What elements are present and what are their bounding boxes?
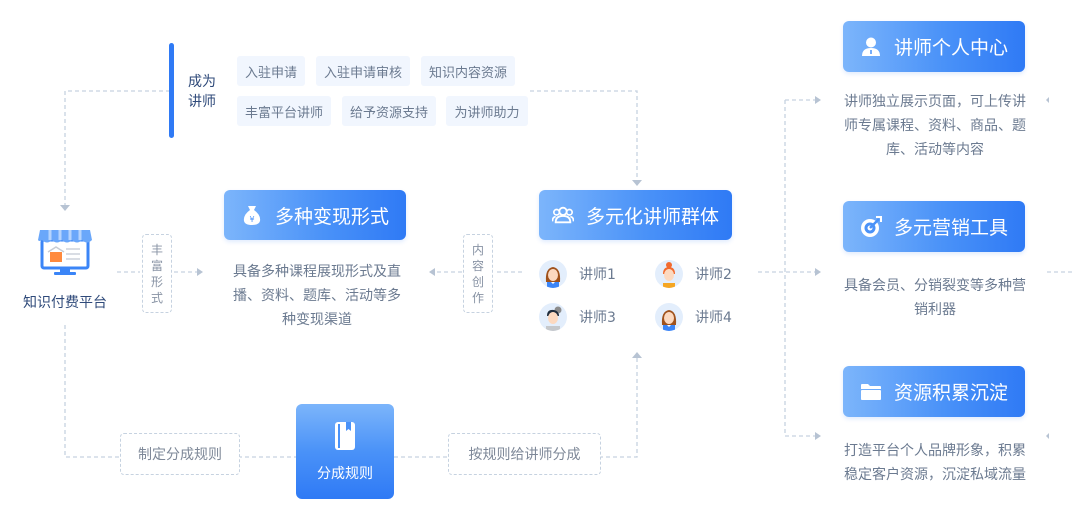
platform-node: 知识付费平台	[10, 226, 120, 312]
teacher-item-4: 讲师4	[655, 303, 732, 331]
rich-forms-label: 丰 富 形 式	[142, 234, 172, 313]
teacher-name: 讲师4	[695, 310, 732, 326]
avatar-male-icon	[539, 303, 567, 331]
line-chips-to-teachers	[530, 90, 638, 180]
avatar-female-icon	[539, 260, 567, 288]
arrow-left-far-bottom	[1046, 433, 1049, 439]
become-teacher-bar	[169, 43, 174, 138]
line-payteach-up	[599, 358, 638, 458]
line-teacher-to-platform	[64, 90, 170, 205]
arrow-down-teachers	[632, 180, 642, 186]
teacher-center-desc: 讲师独立展示页面，可上传讲 师专属课程、资料、商品、题 库、活动等内容	[844, 94, 1026, 158]
monetization-title: 多种变现形式	[274, 205, 389, 228]
svg-text:¥: ¥	[249, 215, 254, 224]
teacher-item-3: 讲师3	[539, 303, 616, 331]
set-rules-label: 制定分成规则	[120, 433, 240, 475]
teachers-button: 多元化讲师群体	[539, 190, 732, 240]
arrow-left-far-top	[1046, 97, 1049, 103]
chip-apply: 入驻申请	[237, 56, 305, 86]
arrow-right-top	[815, 96, 821, 104]
chip-help-teachers: 为讲师助力	[446, 96, 528, 126]
teachers-title: 多元化讲师群体	[585, 205, 719, 228]
book-icon	[335, 421, 355, 450]
content-creation-label: 内 容 创 作	[463, 234, 493, 313]
resource-accumulation-desc: 打造平台个人品牌形象，积累 稳定客户资源，沉淀私域流量	[844, 443, 1026, 483]
teacher-name: 讲师1	[579, 267, 616, 283]
arrow-down-platform	[60, 205, 70, 211]
storefront-icon	[38, 230, 92, 275]
chip-apply-review: 入驻申请审核	[316, 56, 410, 86]
resource-accumulation-title: 资源积累沉淀	[893, 382, 1008, 404]
teacher-center-button: 讲师个人中心	[843, 21, 1025, 72]
teacher-center-title: 讲师个人中心	[893, 37, 1008, 59]
target-icon	[860, 215, 882, 238]
become-teacher-title: 成为 讲师	[188, 74, 216, 110]
arrow-up-teachers	[632, 352, 642, 358]
money-bag-icon: ¥	[241, 204, 263, 226]
marketing-tools-title: 多元营销工具	[893, 217, 1008, 239]
avatar-female-icon	[655, 260, 683, 288]
teacher-name: 讲师2	[695, 267, 732, 283]
chip-resource-support: 给予资源支持	[342, 96, 436, 126]
platform-label: 知识付费平台	[23, 295, 107, 311]
pay-teachers-label: 按规则给讲师分成	[448, 433, 601, 475]
revenue-share-button: 分成规则	[296, 404, 394, 499]
marketing-tools-button: 多元营销工具	[843, 201, 1025, 252]
arrow-right-mid	[815, 268, 821, 276]
teacher-item-1: 讲师1	[539, 260, 616, 288]
arrow-right-monetization	[197, 268, 203, 276]
arrow-right-bottom	[815, 432, 821, 440]
users-icon	[551, 204, 574, 226]
marketing-tools-desc: 具备会员、分销裂变等多种营 销利器	[844, 278, 1026, 318]
monetization-button: ¥ 多种变现形式	[224, 190, 406, 240]
folder-icon	[860, 381, 882, 403]
teacher-item-2: 讲师2	[655, 260, 732, 288]
revenue-share-title: 分成规则	[317, 465, 373, 482]
line-platform-down	[64, 325, 120, 458]
chip-enrich-teachers: 丰富平台讲师	[237, 96, 331, 126]
arrow-left-monetization	[429, 268, 435, 276]
chip-content-resources: 知识内容资源	[421, 56, 515, 86]
avatar-female-icon	[655, 303, 683, 331]
monetization-desc: 具备多种课程展现形式及直 播、资料、题库、活动等多 种变现渠道	[233, 264, 401, 328]
resource-accumulation-button: 资源积累沉淀	[843, 366, 1025, 417]
teacher-name: 讲师3	[579, 310, 616, 326]
user-icon	[860, 36, 882, 58]
